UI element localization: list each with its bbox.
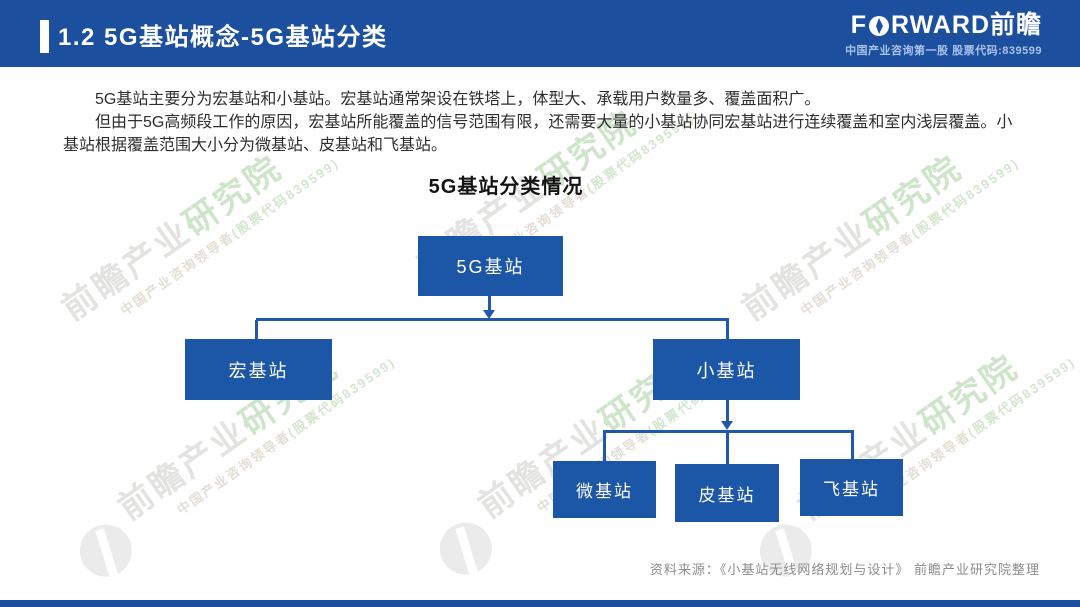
diagram-node-micro-station: 微基站 [553,461,656,518]
connector-level2-hline [603,430,854,433]
watermark-text: 前瞻产业 [55,212,199,329]
forward-logo: F RWARD前瞻 中国产业咨询第一股 股票代码:839599 [845,11,1042,58]
arrow-down-icon [721,421,733,430]
connector-micro-stub [603,432,606,461]
connector-root-stem [488,296,491,312]
connector-pico-stub [726,432,729,464]
connector-small-stub [726,320,729,339]
page-title: 1.2 5G基站概念-5G基站分类 [58,24,388,51]
diagram-node-5g-base-station: 5G基站 [418,236,563,296]
forward-logo-o-icon [868,15,890,37]
logo-text-rest: RWARD前瞻 [891,11,1042,39]
diagram-node-pico-station: 皮基站 [675,464,779,522]
diagram-node-femto-station: 飞基站 [800,459,903,516]
header-bar: 1.2 5G基站概念-5G基站分类 F RWARD前瞻 中国产业咨询第一股 股票… [0,0,1080,67]
title-accent-bar [40,20,49,53]
diagram-node-macro-station: 宏基站 [185,339,332,400]
watermark-text: 前瞻产业 [735,212,879,329]
watermark-text-accent: 研究院 [913,347,1026,443]
logo-tagline: 中国产业咨询第一股 股票代码:839599 [845,45,1042,57]
arrow-down-icon [483,310,495,319]
forward-logo-wordmark: F RWARD前瞻 [845,11,1042,39]
watermark-text: 前瞻产业 [111,411,255,528]
watermark-subtext: 中国产业咨询领导者 [117,228,237,319]
watermark-subtext: 中国产业咨询领导者 [174,427,294,518]
logo-text-f: F [850,11,868,39]
forward-emblem-watermark-icon [429,512,503,585]
forward-emblem-watermark-icon [69,514,143,587]
watermark-subtext-accent: (股票代码839599) [964,354,1079,441]
paragraph-2: 但由于5G高频段工作的原因，宏基站所能覆盖的信号范围有限，还需要大量的小基站协同… [63,114,1013,154]
connector-macro-stub [255,320,258,339]
watermark-subtext: 中国产业咨询领导者 [797,228,917,319]
footer-bar [0,600,1080,607]
body-text: 5G基站主要分为宏基站和小基站。宏基站通常架设在铁塔上，体型大、承载用户数量多、… [63,88,1018,157]
connector-small-stem [726,400,729,422]
diagram-title: 5G基站分类情况 [428,176,584,198]
diagram-node-small-station: 小基站 [653,339,800,400]
connector-femto-stub [851,432,854,459]
connector-level1-hline [256,318,729,321]
paragraph-1: 5G基站主要分为宏基站和小基站。宏基站通常架设在铁塔上，体型大、承载用户数量多、… [95,91,821,108]
source-note: 资料来源：《小基站无线网络规划与设计》 前瞻产业研究院整理 [649,562,1040,577]
